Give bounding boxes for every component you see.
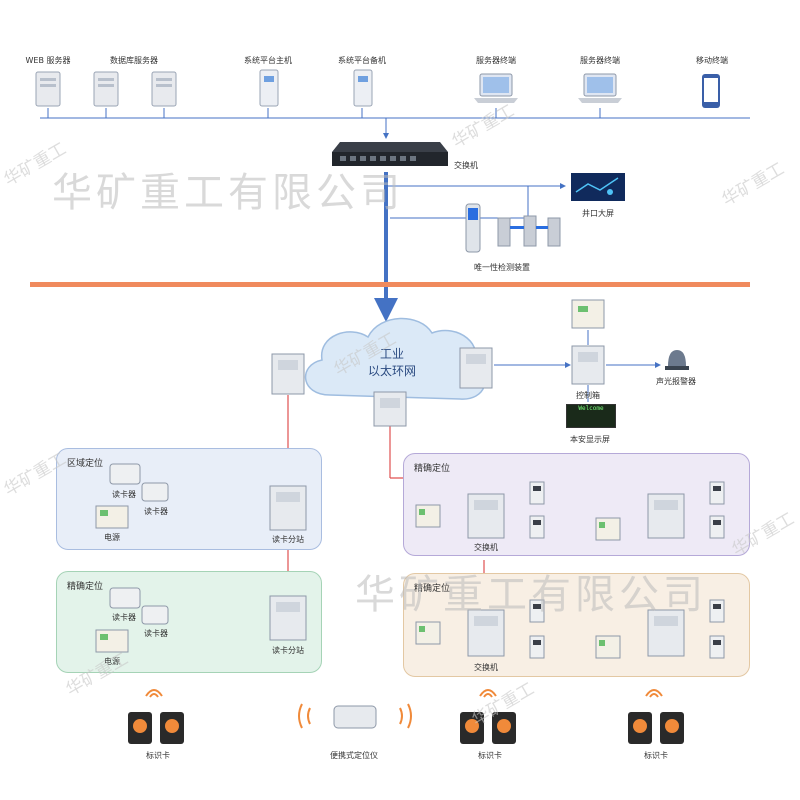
switch-box-icon bbox=[647, 609, 685, 657]
ring-node-box-icon bbox=[459, 347, 493, 389]
power-label: 电源 bbox=[104, 533, 120, 542]
power-supply-icon bbox=[595, 517, 621, 541]
server-label-mobile: 移动终端 bbox=[696, 56, 728, 65]
alarm-light-icon bbox=[665, 350, 689, 370]
watermark-company: 华矿重工有限公司 bbox=[355, 572, 707, 618]
alarm-label: 声光报警器 bbox=[656, 377, 696, 386]
base-station-icon bbox=[709, 481, 725, 505]
zone-precise-right-bottom: 精确定位 bbox=[403, 573, 750, 677]
switch-label: 交换机 bbox=[454, 161, 478, 170]
substation-label: 读卡分站 bbox=[272, 646, 304, 655]
laptop-icon bbox=[578, 73, 622, 103]
id-card-label: 标识卡 bbox=[478, 751, 502, 760]
power-box-icon bbox=[571, 299, 605, 329]
id-card-label: 标识卡 bbox=[146, 751, 170, 760]
substation-label: 读卡分站 bbox=[272, 535, 304, 544]
locator-label: 便携式定位仪 bbox=[330, 751, 378, 760]
server-label-backup: 系统平台备机 bbox=[338, 56, 386, 65]
card-reader-icon bbox=[141, 605, 169, 625]
display-screen-text: Welcome bbox=[578, 405, 604, 412]
reader-label: 读卡器 bbox=[144, 629, 168, 638]
reader-label: 读卡器 bbox=[112, 490, 136, 499]
big-screen-label: 井口大屏 bbox=[582, 209, 614, 218]
power-supply-icon bbox=[95, 629, 129, 653]
ring-node-box-icon bbox=[271, 353, 305, 395]
signal-waves-icon bbox=[145, 689, 163, 698]
reader-substation-icon bbox=[269, 595, 307, 641]
network-switch-icon bbox=[332, 142, 448, 166]
zone-title: 精确定位 bbox=[414, 584, 451, 594]
base-station-icon bbox=[709, 635, 725, 659]
base-station-icon bbox=[529, 635, 545, 659]
cloud-label-line1: 工业 bbox=[379, 347, 405, 361]
display-label: 本安显示屏 bbox=[570, 435, 610, 444]
server-label-web: WEB 服务器 bbox=[25, 56, 71, 65]
watermark-company: 华矿重工有限公司 bbox=[52, 170, 404, 216]
desktop-host-icon bbox=[353, 69, 373, 107]
switch-box-icon bbox=[467, 493, 505, 539]
reader-label: 读卡器 bbox=[112, 613, 136, 622]
base-station-icon bbox=[709, 599, 725, 623]
turnstile-gate-icon bbox=[497, 215, 561, 247]
zone-precise-right-top: 精确定位 bbox=[403, 453, 750, 556]
control-box-icon bbox=[571, 345, 605, 385]
base-station-icon bbox=[529, 515, 545, 539]
zone-title: 区域定位 bbox=[67, 459, 104, 469]
card-reader-icon bbox=[109, 463, 141, 485]
power-supply-icon bbox=[415, 504, 441, 528]
id-card-icon bbox=[128, 712, 184, 744]
reader-substation-icon bbox=[269, 485, 307, 531]
kiosk-icon bbox=[465, 203, 481, 253]
id-card-icon bbox=[628, 712, 684, 744]
switch-box-icon bbox=[467, 609, 505, 657]
base-station-icon bbox=[529, 481, 545, 505]
ring-node-box-icon bbox=[373, 391, 407, 427]
smartphone-icon bbox=[702, 74, 720, 108]
server-label-host: 系统平台主机 bbox=[244, 56, 292, 65]
tower-server-icon bbox=[35, 71, 61, 107]
power-supply-icon bbox=[95, 505, 129, 529]
zone-title: 精确定位 bbox=[67, 582, 104, 592]
unique-detector-label: 唯一性检测装置 bbox=[474, 263, 530, 272]
tower-server-icon bbox=[93, 71, 119, 107]
big-screen-icon bbox=[571, 173, 625, 201]
switch-box-label: 交换机 bbox=[474, 543, 498, 552]
cloud-label-line2: 以太环网 bbox=[367, 364, 417, 378]
server-label-terminal-2: 服务器终端 bbox=[580, 56, 620, 65]
server-label-terminal-1: 服务器终端 bbox=[476, 56, 516, 65]
reader-label: 读卡器 bbox=[144, 507, 168, 516]
control-box-label: 控制箱 bbox=[576, 391, 600, 400]
display-screen-icon: Welcome bbox=[566, 404, 616, 428]
power-label: 电源 bbox=[104, 657, 120, 666]
laptop-icon bbox=[474, 73, 518, 103]
card-reader-icon bbox=[109, 587, 141, 609]
signal-waves-icon bbox=[479, 689, 497, 698]
id-card-label: 标识卡 bbox=[644, 751, 668, 760]
power-supply-icon bbox=[415, 621, 441, 645]
tower-server-icon bbox=[151, 71, 177, 107]
card-reader-icon bbox=[141, 482, 169, 502]
id-card-icon bbox=[460, 712, 516, 744]
server-label-database: 数据库服务器 bbox=[110, 56, 158, 65]
switch-box-icon bbox=[647, 493, 685, 539]
portable-locator-icon bbox=[298, 703, 412, 729]
base-station-icon bbox=[709, 515, 725, 539]
zone-title: 精确定位 bbox=[414, 464, 451, 474]
signal-waves-icon bbox=[645, 689, 663, 698]
base-station-icon bbox=[529, 599, 545, 623]
switch-box-label: 交换机 bbox=[474, 663, 498, 672]
desktop-host-icon bbox=[259, 69, 279, 107]
power-supply-icon bbox=[595, 635, 621, 659]
